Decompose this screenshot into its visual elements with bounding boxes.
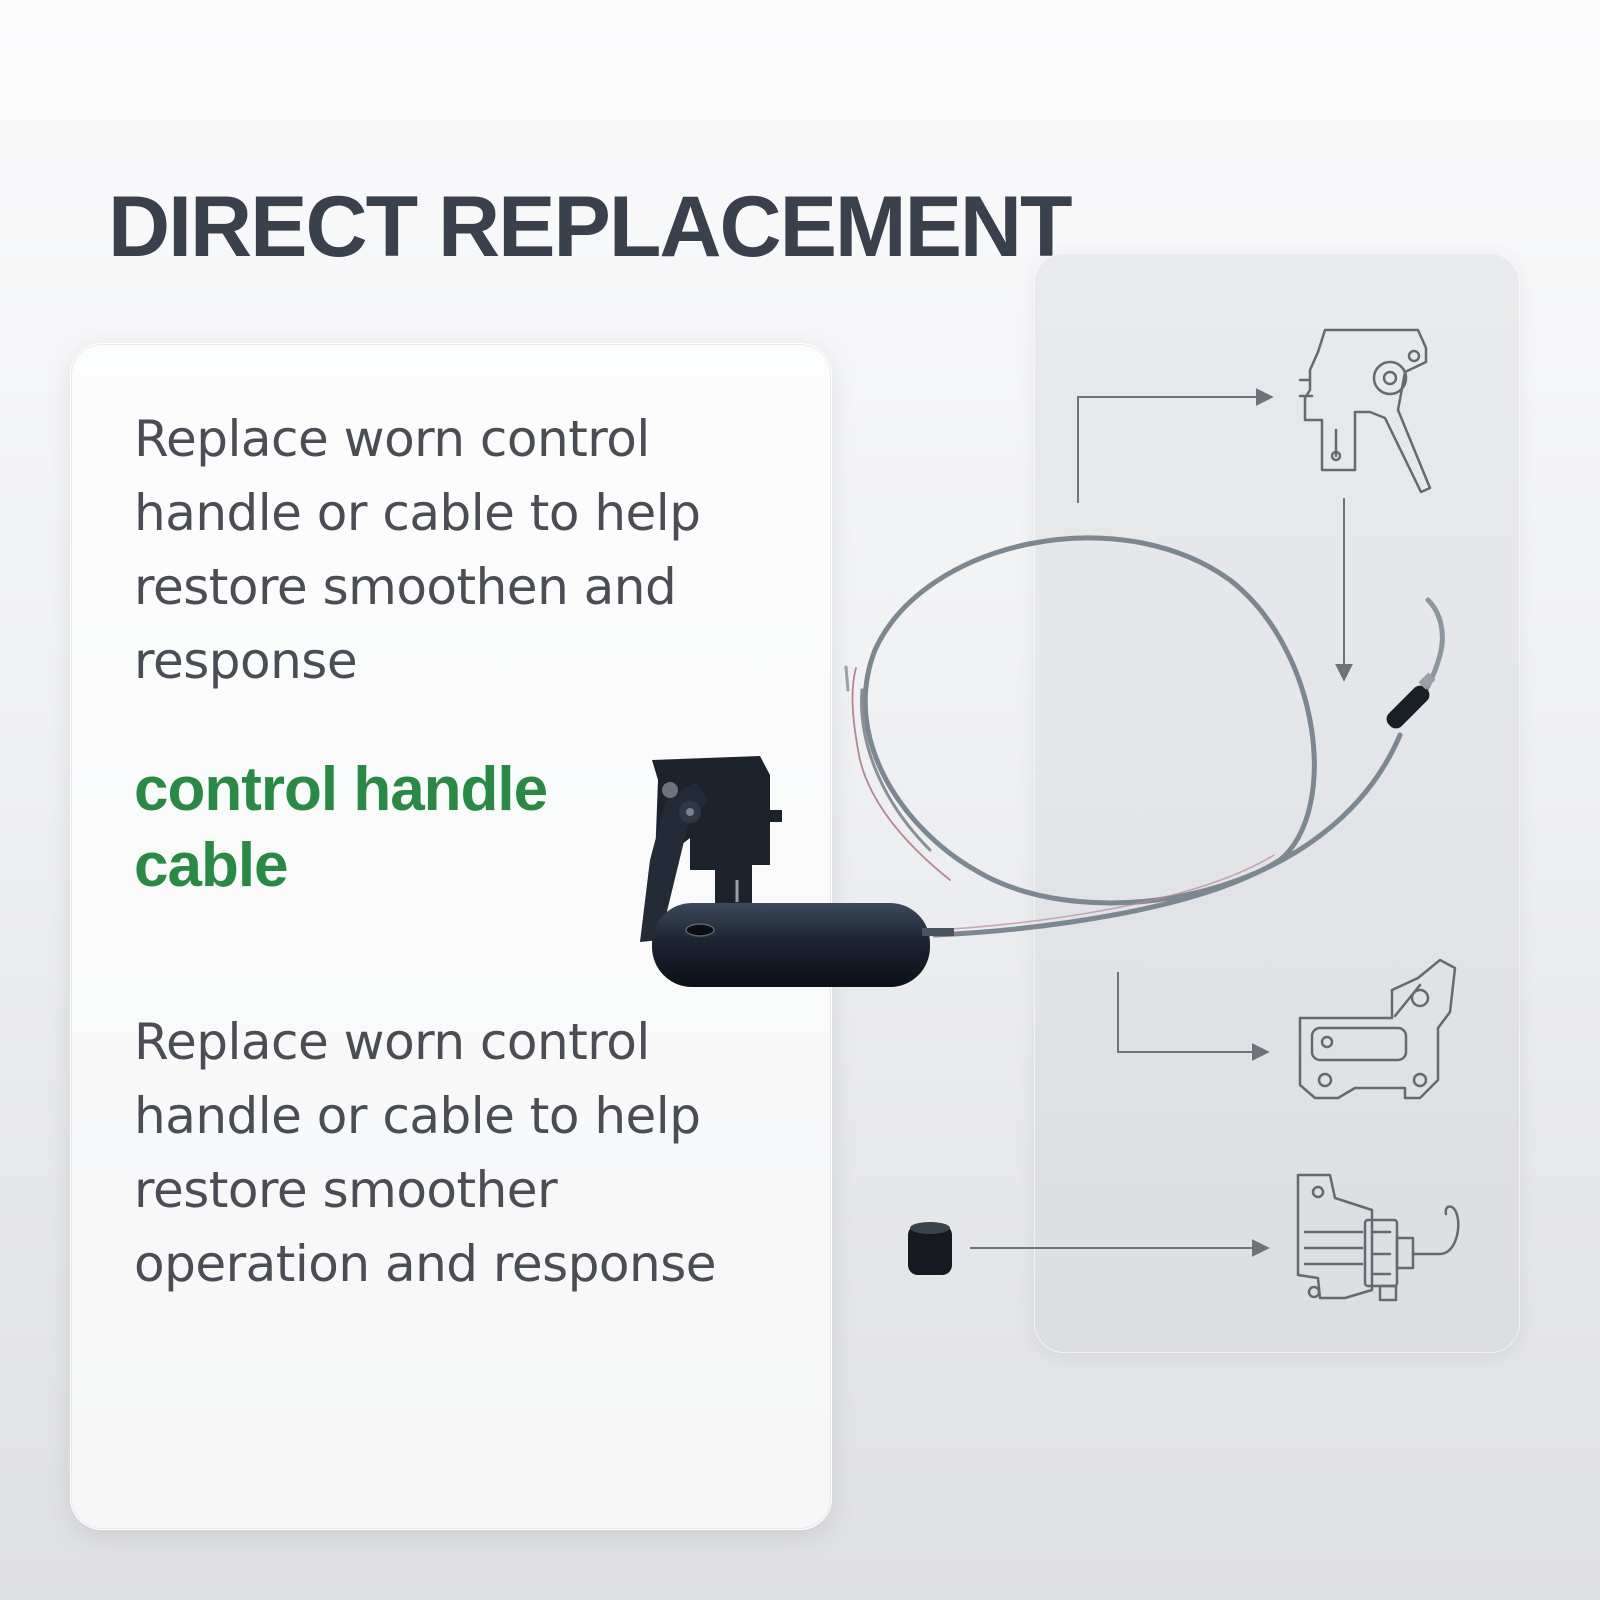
description-paragraph-1: Replace worn control handle or cable to …	[134, 410, 701, 690]
arrow-to-bracket	[1117, 972, 1270, 1061]
trigger-lever-icon	[1298, 328, 1432, 494]
arrow-to-trigger	[1077, 388, 1274, 503]
ferrule-product	[908, 1222, 952, 1275]
description-paragraph-2: Replace worn control handle or cable to …	[134, 1013, 717, 1293]
bracket-plate-icon	[1298, 958, 1457, 1100]
diagram-card	[1034, 253, 1520, 1353]
clamp-bracket-icon	[1296, 1173, 1460, 1302]
connector-arrows	[970, 388, 1353, 1257]
highlight-label: control handle cable	[134, 755, 548, 900]
page-title: DIRECT REPLACEMENT	[108, 179, 1073, 275]
control-handle-product	[640, 756, 954, 987]
cable-ferrule	[1386, 672, 1436, 729]
cable-product	[844, 535, 1445, 938]
